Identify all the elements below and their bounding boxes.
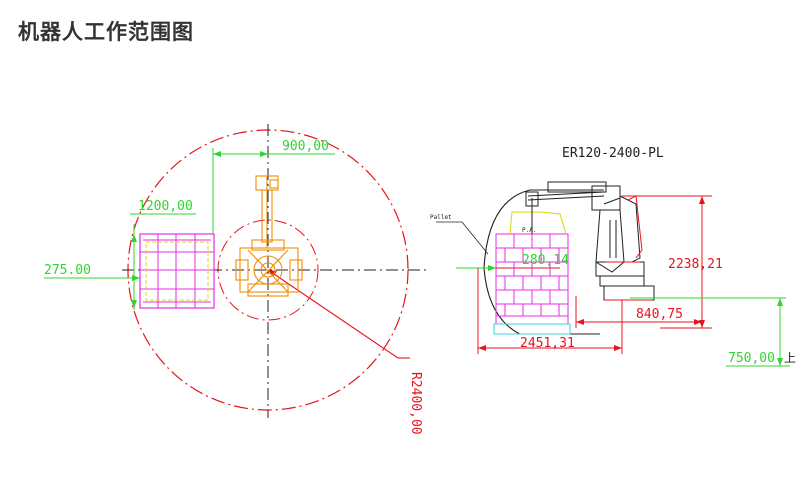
dim-750-label: 750,00 <box>728 351 775 366</box>
side-view: ER120-2400-PL <box>430 146 796 367</box>
radius-line <box>267 269 399 359</box>
dim-840-label: 840,75 <box>636 307 683 322</box>
dim-900 <box>212 148 335 234</box>
dim-750 <box>456 265 790 367</box>
dim-2451-label: 2451,31 <box>520 336 575 351</box>
dim-280-label: 280,14 <box>522 253 569 268</box>
robot-top-view <box>235 175 303 297</box>
dim-900-label: 900,00 <box>282 139 329 154</box>
model-label: ER120-2400-PL <box>562 146 664 161</box>
small-tag: P.A. <box>522 227 536 234</box>
radius-label: R2400,00 <box>408 372 423 435</box>
dim-1200-label: 1200,00 <box>138 199 193 214</box>
tool-tag: Pallet <box>430 214 452 221</box>
pallet-outline <box>139 233 215 309</box>
dim-2238-label: 2238,21 <box>668 257 723 272</box>
dim-275 <box>44 275 140 281</box>
dim-750-suffix: 上 <box>784 351 796 365</box>
top-view: R2400,00 <box>44 124 426 435</box>
page-title: 机器人工作范围图 <box>18 20 194 44</box>
dim-275-label: 275.00 <box>44 263 91 278</box>
side-pallet-stack <box>495 233 569 325</box>
dim-1200 <box>130 213 196 310</box>
side-dimensions <box>477 195 712 354</box>
robot-side-view <box>525 181 655 301</box>
